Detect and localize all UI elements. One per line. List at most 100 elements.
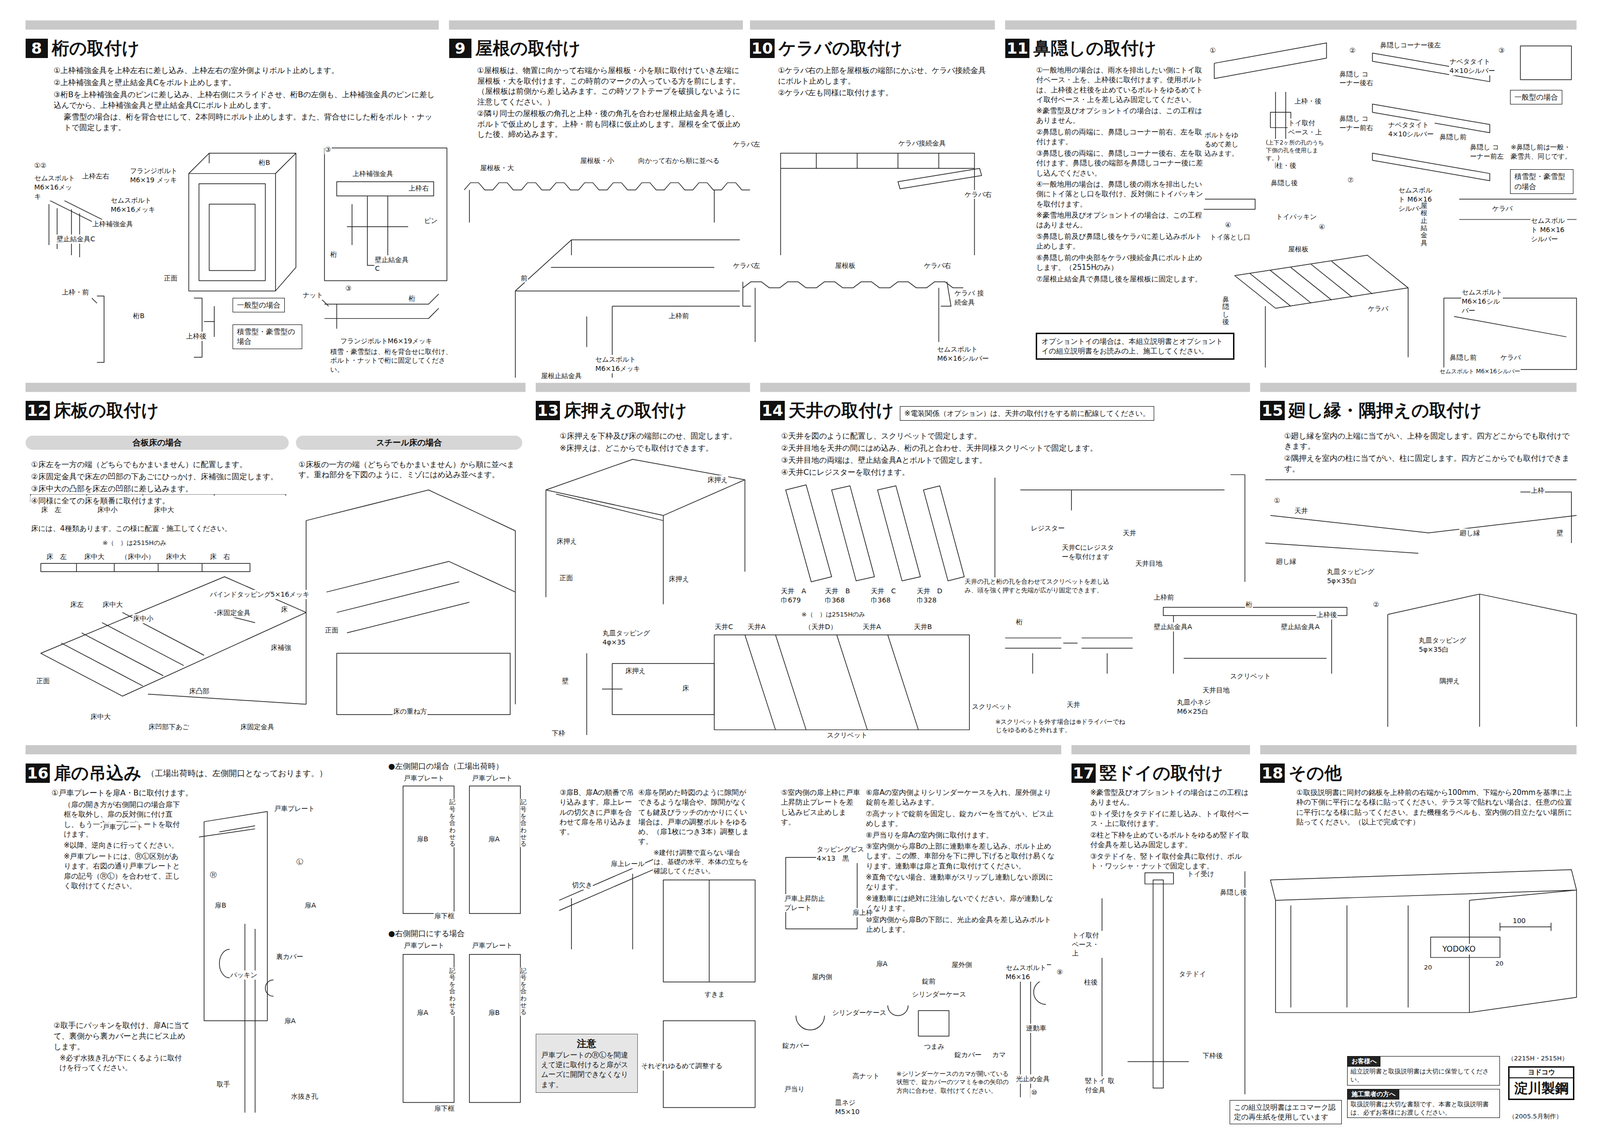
section-title: 屋根の取付け: [475, 38, 581, 59]
label: 戸車プレート: [471, 940, 514, 951]
rivet-detail: [1005, 637, 1133, 674]
head-node: 16扉の吊込み（工場出荷時は、左側開口となっております。）: [25, 763, 328, 783]
label: セムスボルト M6×16: [1005, 963, 1047, 982]
head-node: 18その他: [1260, 763, 1342, 783]
label: 鼻隠し前: [1449, 352, 1478, 363]
label: 戸車プレート: [273, 804, 316, 814]
label: ②隅押えを室内の柱に当てがい、柱に固定します。四方どこからでも取付けできます。: [1283, 453, 1576, 474]
pill-node: スチール床の場合: [295, 435, 523, 450]
label: 隅押え: [1438, 676, 1461, 686]
label: 戸車プレート: [403, 773, 445, 783]
section-number: 18: [1260, 763, 1285, 783]
box-node: 一般型の場合: [232, 297, 285, 313]
label: セムスボルト M6×16メッキ: [33, 173, 78, 202]
label: 錠カバー: [954, 1050, 983, 1060]
label: 鼻隠し後: [1219, 887, 1248, 897]
section-bar: [25, 382, 526, 393]
head-node: 10ケラバの取付け: [749, 38, 903, 59]
label: （扉の開き方が右側開口の場合扉下框を取外し、扉の反対側に付け直し、もう一方に戸車…: [63, 799, 182, 839]
label: 向かって右から順に並べる: [637, 156, 720, 166]
label: 床押え: [556, 536, 578, 546]
section-number: 14: [760, 400, 785, 421]
label: セムスボルト M6×16シルバー: [1461, 287, 1503, 316]
label: ※鼻隠し前は一般・豪雪共、同じです。: [1510, 142, 1575, 162]
label: 扉A: [875, 959, 889, 969]
label: 桁B: [258, 158, 271, 168]
label: ②取手にパッキンを取付け、扉Aに当てて、裏側から裏カバーと共にビス止めします。: [53, 1020, 192, 1052]
upper-rail: [558, 859, 653, 950]
label: 天井: [1293, 506, 1309, 516]
label: ●左側開口の場合（工場出荷時）: [387, 761, 504, 772]
label: 上枠前: [1153, 592, 1175, 602]
label: 正面: [163, 273, 178, 283]
label: 竪トイ 取付金具: [1084, 1076, 1116, 1095]
section-title: 桁の取付け: [51, 38, 140, 59]
label: 天井 B 巾368: [824, 586, 859, 605]
label: ①②: [33, 161, 47, 171]
section-bar: [1260, 382, 1577, 393]
label: それぞれゆるめて調整する: [640, 1061, 723, 1071]
label: 床: [681, 683, 690, 693]
floor-trim-frame: [545, 459, 746, 605]
label: 床中大: [83, 552, 105, 562]
label: スクリベット: [1229, 671, 1272, 681]
label: 床中大: [165, 552, 187, 562]
label: 20: [1495, 959, 1505, 969]
label: ③桁Bを上枠補強金具のピンに差し込み、上枠右側にスライドさせ、桁Bの左側も、上枠…: [53, 89, 441, 111]
label: （2215H・2515H）: [1507, 1054, 1569, 1063]
label: 切欠き: [571, 880, 593, 890]
label: 下枠: [551, 728, 566, 738]
label: YODOKO: [1441, 943, 1477, 955]
label: ①床板の一方の端（どちらでもかまいません）から順に並べます。重ね部分を下図のよう…: [297, 459, 524, 481]
label: Ⓡ: [209, 870, 218, 880]
label: 扉A: [283, 1016, 297, 1026]
label: ※必ず水抜き孔が下にくるように取付けを行ってください。: [58, 1053, 188, 1073]
section-number: 9: [449, 38, 472, 59]
label: ※連動車には絶対に注油しないでください。扉が連動しなくなります。: [865, 893, 1056, 914]
label: 鼻隠し前: [1438, 132, 1468, 142]
box-heading: 一般型の場合: [1514, 92, 1558, 103]
label: 上枠・前: [61, 287, 90, 297]
label: ※シリンダーケースのカマが開いている状態で、錠カバーのツマミを⊕の矢印の方向に合…: [895, 1069, 1012, 1096]
barge-board-section: [742, 281, 964, 343]
label: 丸皿小ネジ M6×25白: [1176, 697, 1224, 717]
label: 桁B: [132, 311, 146, 321]
section-number: 13: [535, 400, 561, 421]
label: ②床固定金具で床左の凹部の下あごにひっかけ、床補強に固定します。: [30, 471, 287, 483]
label: シリンダーケース: [911, 989, 967, 999]
label: 床凹部下あご: [147, 722, 190, 732]
label: 屋外側: [951, 960, 973, 970]
label: 上枠・後: [1293, 96, 1322, 106]
label: タッピングビス 4×13 黒: [816, 844, 867, 864]
label: ケラバ左: [732, 139, 761, 149]
label: 扉A: [416, 1008, 429, 1018]
label: ①屋根板は、物置に向かって右端から屋根板・小を順に取付けていき左端に屋根板・大を…: [476, 65, 741, 107]
label: ナット: [302, 290, 324, 300]
label: 豪雪型の場合は、桁を背合せにして、2本同時にボルト止めします。また、背合せにした…: [63, 111, 441, 133]
label: 扉B: [487, 1008, 501, 1018]
box-heading: ※電装関係（オプション）は、天井の取付けをする前に配線してください。: [904, 408, 1150, 419]
label: ③天井目地の両端は、壁止結金具Aとボルトで固定します。: [780, 455, 1231, 466]
label: ③: [324, 145, 332, 155]
note-node: 注意戸車プレートのⓇⓁを間違えて逆に取付けると扉がスムーズに開閉できなくなります…: [535, 1033, 638, 1093]
box-node: 積雪型・豪雪型の場合: [232, 324, 303, 350]
label: ①天井を図のように配置し、スクリベットで固定します。: [780, 430, 1231, 442]
label: ケラバ: [1367, 304, 1389, 314]
shed-frame: [188, 153, 296, 292]
label: 床: [280, 604, 289, 615]
label: 床 右: [209, 552, 231, 562]
label: 上枠後: [1316, 610, 1338, 620]
label: 扉上レール: [610, 859, 646, 869]
label: ケラバ右: [923, 261, 952, 271]
label: 扉B: [416, 834, 429, 844]
label: トイパッキン: [1275, 212, 1318, 222]
beam-detail: [336, 181, 434, 266]
label: ①床左を一方の端（どちらでもかまいません）に配置します。: [30, 459, 287, 470]
label: 桁: [408, 293, 416, 304]
label: 戸車プレート: [102, 822, 144, 832]
box-body: 戸車プレートのⓇⓁを間違えて逆に取付けると扉がスムーズに開閉できなくなります。: [541, 1050, 633, 1090]
label: 床には、4種類あります。この様に配置・施工してください。: [30, 523, 233, 534]
cust-node: お客様へ組立説明書と取扱説明書は大切に保管してください。: [1347, 1056, 1501, 1086]
section-number: 16: [25, 763, 51, 783]
box-heading: 一般型の場合: [236, 300, 281, 310]
